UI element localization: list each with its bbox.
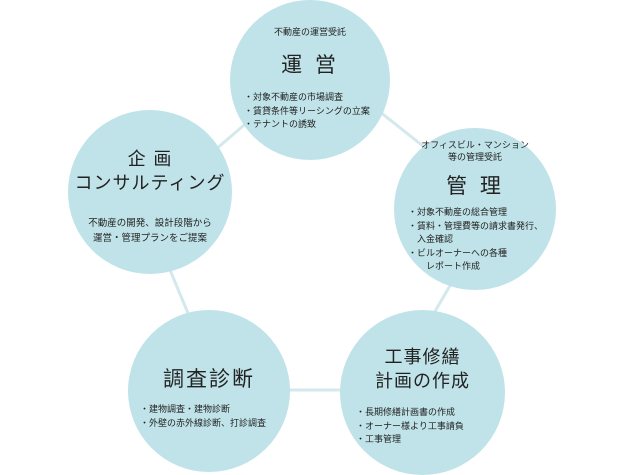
operation-list: ・対象不動産の市場調査 ・賃貸条件等リーシングの立案 ・テナントの誘致 [244, 92, 390, 133]
list-item: ・テナントの誘致 [244, 120, 317, 130]
survey-list: ・建物調査・建物診断 ・外壁の赤外線診断、打診調査 [140, 404, 290, 431]
list-item: ・対象不動産の総合管理 [408, 208, 508, 218]
list-item: ・長期修繕計画書の作成 [356, 408, 456, 418]
list-item: ・賃料・管理費等の請求書発行、 [408, 221, 544, 232]
list-item: 入金確認 [417, 235, 454, 245]
list-item: レポート作成 [426, 262, 481, 272]
construction-list: ・長期修繕計画書の作成 ・オーナー様より工事請負 ・工事管理 [356, 407, 505, 448]
list-item: ・建物調査・建物診断 [140, 405, 231, 415]
management-subtitle: オフィスビル・マンション 等の管理受託 [421, 141, 529, 163]
node-management: オフィスビル・マンション 等の管理受託 管 理 ・対象不動産の総合管理 ・賃料・… [394, 128, 556, 290]
node-construction: 工事修繕 計画の作成 ・長期修繕計画書の作成 ・オーナー様より工事請負 ・工事管… [340, 310, 505, 475]
list-item: ・オーナー様より工事請負 [356, 421, 464, 432]
list-item: ・ビルオーナーへの各種 [408, 248, 508, 259]
operation-subtitle: 不動産の運営受託 [273, 28, 346, 38]
node-planning: 企 画 コンサルティング 不動産の開発、設計段階から 運営・管理プランをご提案 [68, 110, 232, 274]
planning-title: 企 画 コンサルティング [74, 149, 226, 194]
planning-description: 不動産の開発、設計段階から 運営・管理プランをご提案 [88, 218, 212, 244]
node-survey: 調査診断 ・建物調査・建物診断 ・外壁の赤外線診断、打診調査 [128, 310, 290, 472]
survey-title: 調査診断 [163, 367, 255, 391]
node-operation: 不動産の運営受託 運 営 ・対象不動産の市場調査 ・賃貸条件等リーシングの立案 … [230, 0, 390, 160]
operation-title: 運 営 [281, 53, 339, 77]
list-item: ・賃貸条件等リーシングの立案 [244, 106, 370, 117]
list-item: ・外壁の赤外線診断、打診調査 [140, 418, 267, 429]
management-title: 管 理 [446, 174, 504, 198]
construction-title: 工事修繕 計画の作成 [375, 347, 470, 392]
management-list: ・対象不動産の総合管理 ・賃料・管理費等の請求書発行、 入金確認 ・ビルオーナー… [408, 207, 556, 275]
list-item: ・工事管理 [356, 435, 402, 445]
list-item: ・対象不動産の市場調査 [244, 93, 344, 103]
